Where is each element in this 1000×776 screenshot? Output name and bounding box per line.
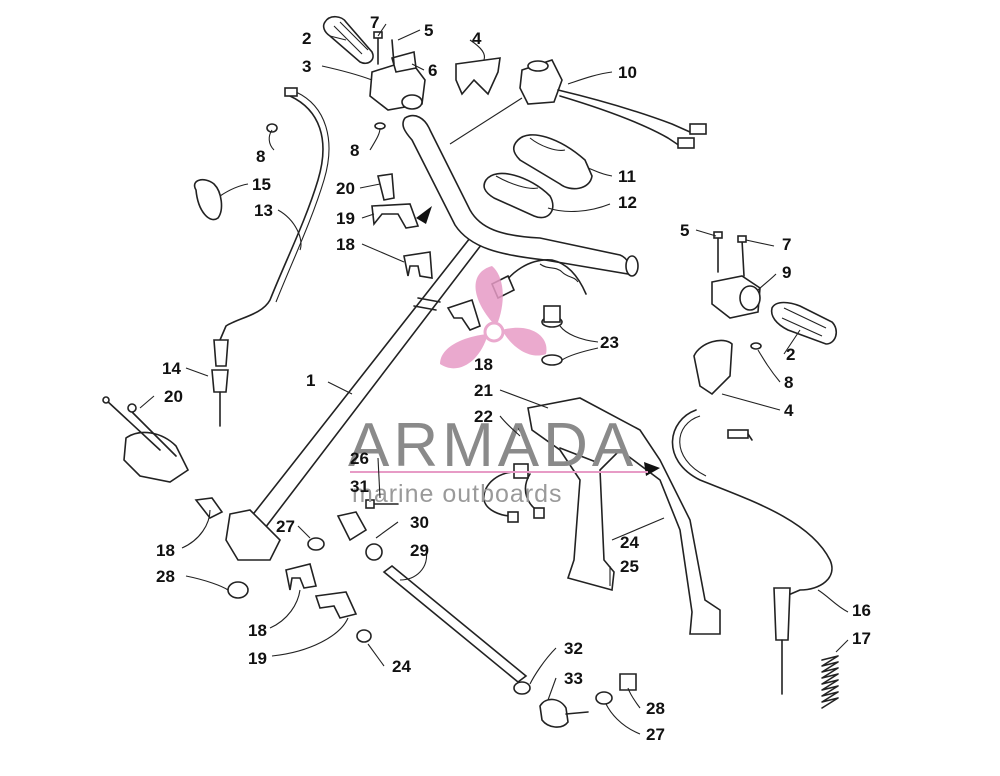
part-tie-rod-end [513,673,637,728]
callout-23: 23 [600,333,619,352]
watermark-logo [440,266,547,369]
part-lower-brackets [194,497,372,643]
callout-21: 21 [474,381,493,400]
callout-2: 2 [302,29,311,48]
callout-5: 5 [680,221,689,240]
part-reverse-cable [671,409,833,695]
callout-7: 7 [782,235,791,254]
callout-13: 13 [254,201,273,220]
callout-18: 18 [156,541,175,560]
callout-25: 25 [620,557,639,576]
part-tie-rod [382,564,528,684]
part-switch-block [519,59,707,149]
callout-2: 2 [786,345,795,364]
callout-24: 24 [620,533,639,552]
callout-20: 20 [336,179,355,198]
callout-19: 19 [336,209,355,228]
part-kill-switch [541,305,563,413]
callout-28: 28 [646,699,665,718]
callout-7: 7 [370,13,379,32]
part-screws-top [373,31,395,65]
callout-8: 8 [784,373,793,392]
callout-27: 27 [276,517,295,536]
callout-26: 26 [350,449,369,468]
part-steering-arm [225,499,399,561]
part-grip-left [322,15,374,65]
callout-15: 15 [252,175,271,194]
part-throttle-cable [211,87,330,427]
callout-22: 22 [474,407,493,426]
callout-28: 28 [156,567,175,586]
callout-18: 18 [336,235,355,254]
callout-16: 16 [852,601,871,620]
part-grip-right [770,301,838,345]
callout-1: 1 [306,371,315,390]
callout-17: 17 [852,629,871,648]
part-cover-right [693,339,733,396]
callout-18: 18 [248,621,267,640]
part-ring [193,178,223,221]
callout-14: 14 [162,359,181,378]
callout-6: 6 [428,61,437,80]
leader-lines [139,23,849,735]
callout-20: 20 [164,387,183,406]
part-grip-warmer-12 [483,172,554,219]
callout-8: 8 [256,147,265,166]
callout-labels: 1 2 2 3 4 4 5 5 6 7 7 8 8 8 9 10 11 12 1… [156,13,871,744]
callout-5: 5 [424,21,433,40]
callout-3: 3 [302,57,311,76]
callout-29: 29 [410,541,429,560]
callout-18: 18 [474,355,493,374]
part-cover-top [455,57,501,96]
callout-27: 27 [646,725,665,744]
part-lower-left-bracket [102,396,190,483]
callout-32: 32 [564,639,583,658]
callout-30: 30 [410,513,429,532]
callout-8: 8 [350,141,359,160]
part-grip-warmer-11 [512,134,593,190]
part-throttle-block-right [711,231,761,319]
callout-12: 12 [618,193,637,212]
callout-19: 19 [248,649,267,668]
callout-24: 24 [392,657,411,676]
callout-11: 11 [618,167,636,186]
callout-10: 10 [618,63,637,82]
watermark-tagline: marine outboards [352,480,563,508]
part-handlebar [402,114,639,277]
callout-4: 4 [784,401,794,420]
part-upper-clamp [371,173,433,279]
part-throttle-block [369,50,426,111]
callout-31: 31 [350,477,369,496]
part-spring [821,655,839,709]
callout-4: 4 [472,29,482,48]
part-tether-coil [490,259,587,300]
callout-9: 9 [782,263,791,282]
callout-33: 33 [564,669,583,688]
part-center-bracket [446,298,481,331]
watermark-brand: ARMADA [348,411,637,480]
